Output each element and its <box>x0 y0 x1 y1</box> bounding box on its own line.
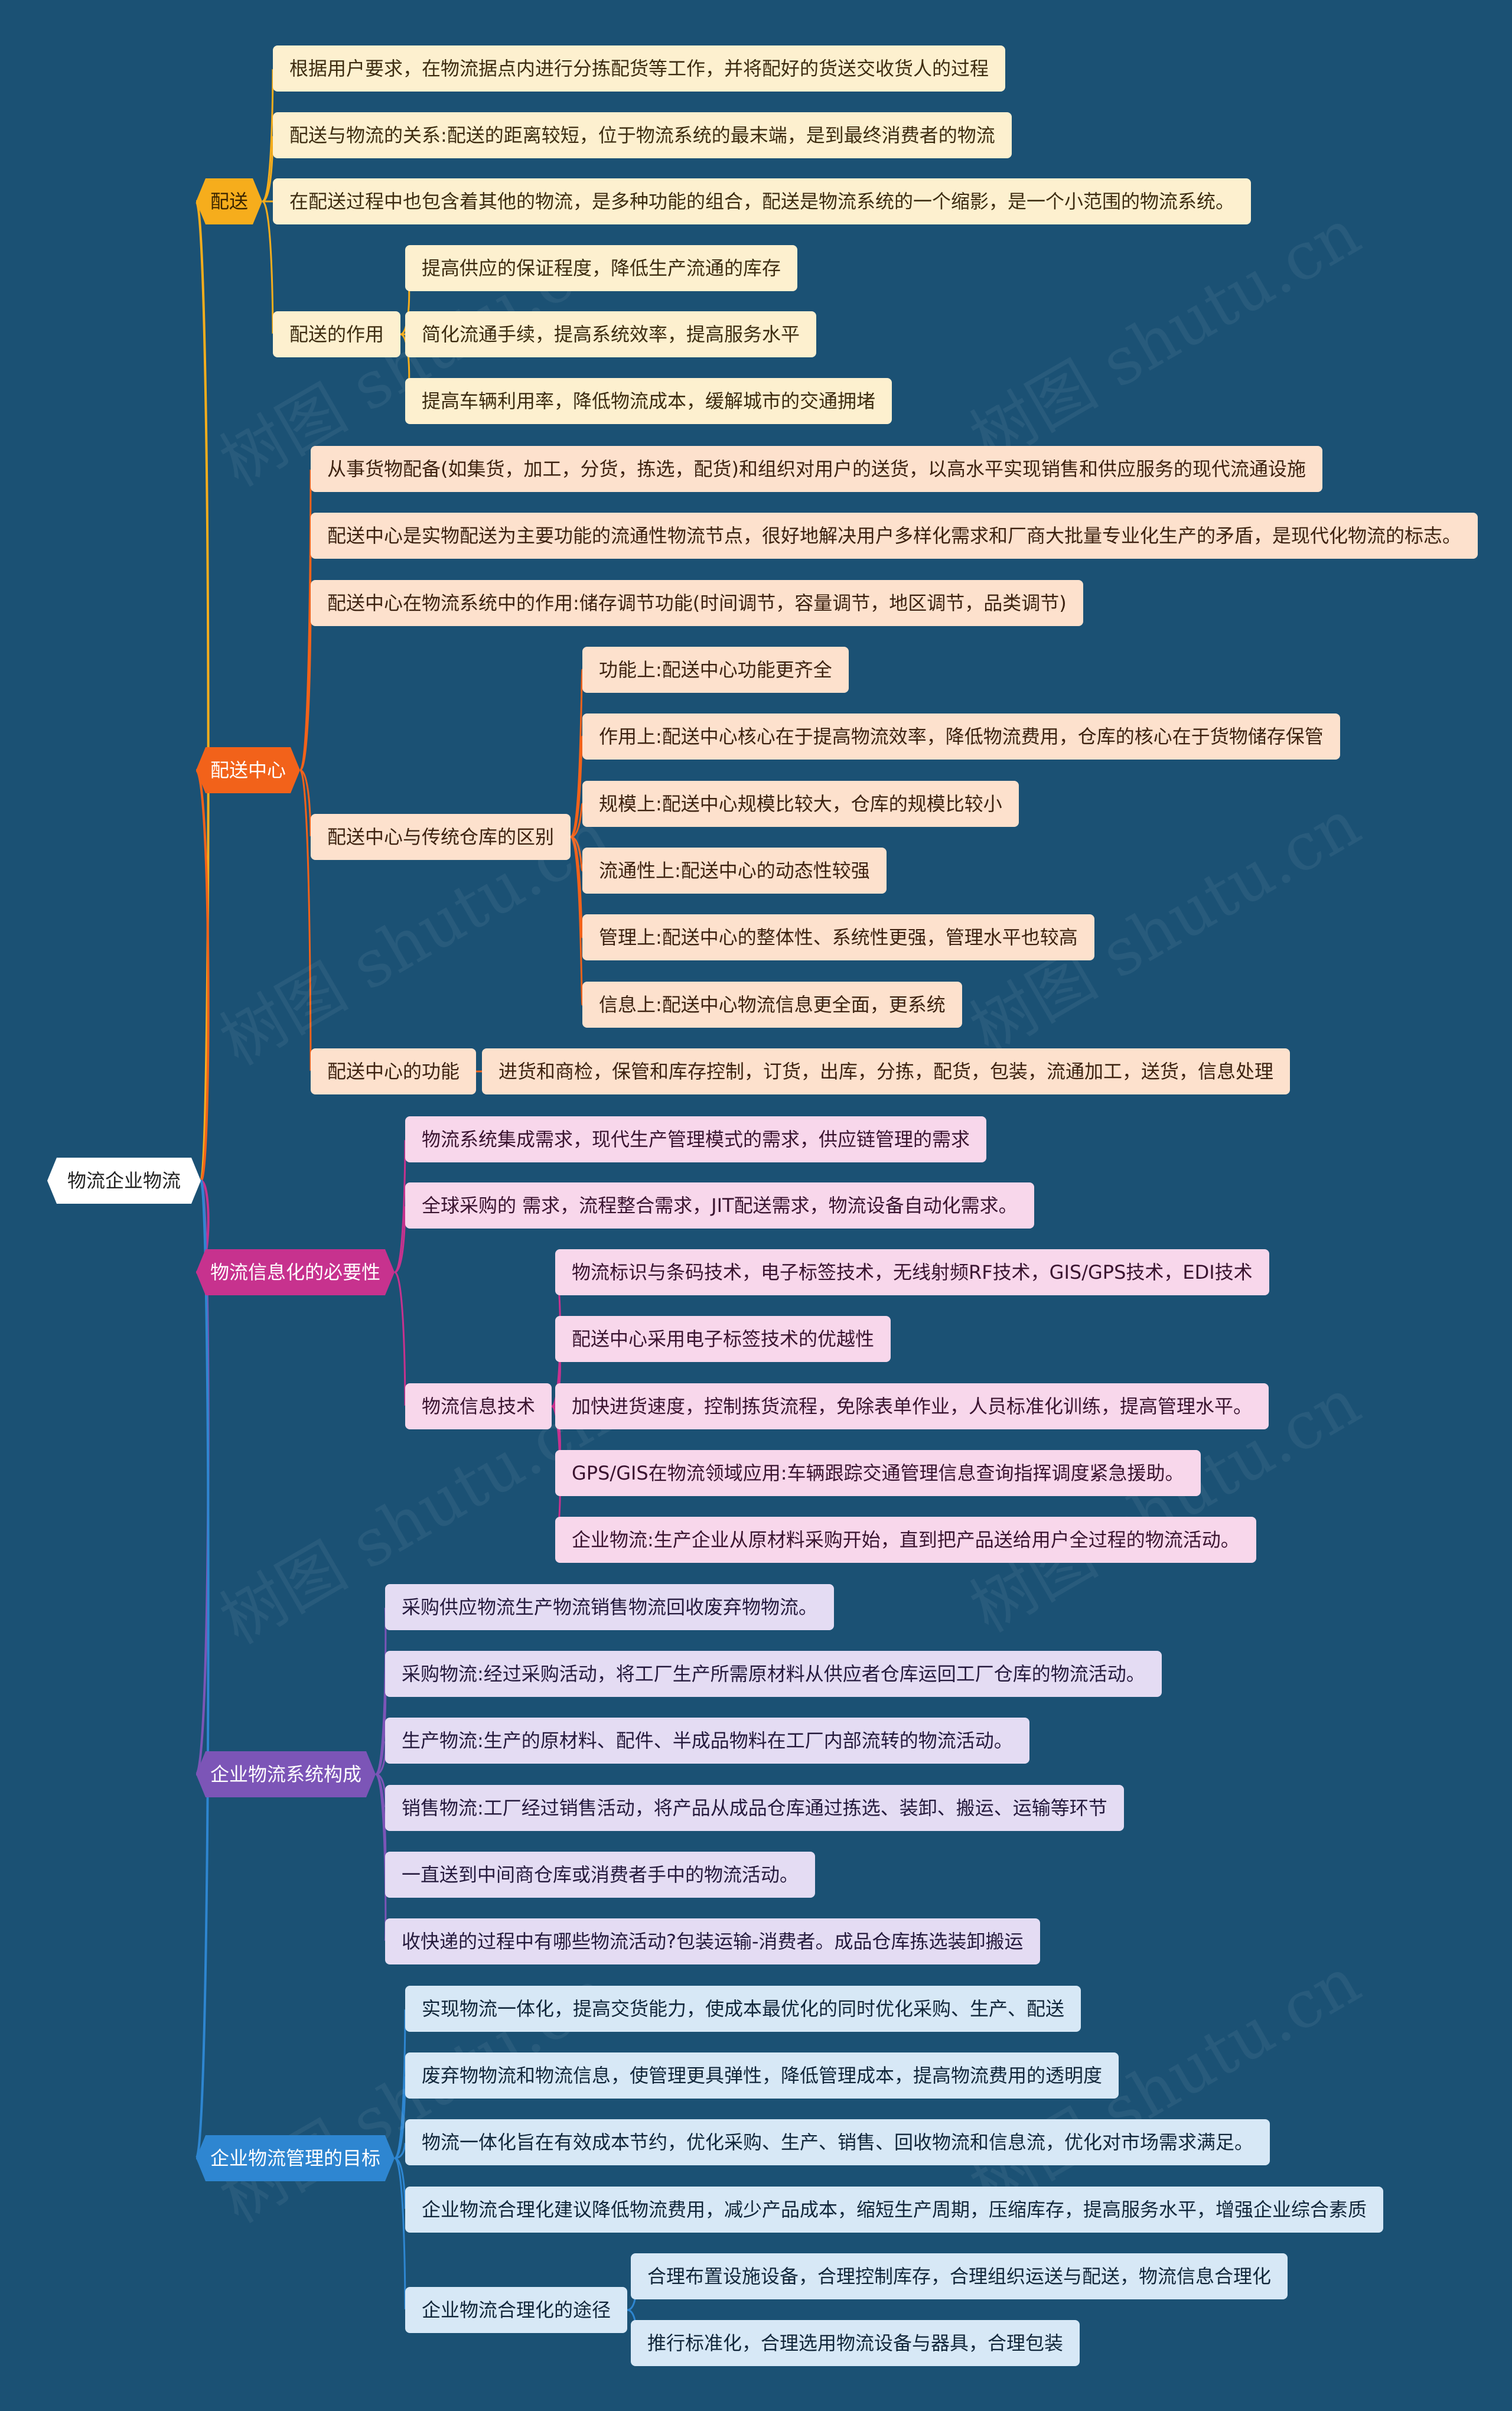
leaf-node[interactable]: 物流标识与条码技术，电子标签技术，无线射频RF技术，GIS/GPS技术，EDI技… <box>555 1249 1269 1295</box>
connector-line <box>394 2157 406 2210</box>
leaf-node[interactable]: 在配送过程中也包含着其他的物流，是多种功能的组合，配送是物流系统的一个缩影，是一… <box>273 178 1252 224</box>
leaf-node[interactable]: 作用上:配送中心核心在于提高物流效率，降低物流费用，仓库的核心在于货物储存保管 <box>582 713 1340 760</box>
root-node[interactable]: 物流企业物流 <box>47 1158 201 1204</box>
leaf-node[interactable]: 采购供应物流生产物流销售物流回收废弃物物流。 <box>385 1584 835 1630</box>
subtopic-qubie[interactable]: 配送中心与传统仓库的区别 <box>311 814 571 860</box>
connector-line <box>299 468 312 771</box>
connector-line <box>299 769 312 838</box>
leaf-node[interactable]: GPS/GIS在物流领域应用:车辆跟踪交通管理信息查询指挥调度紧急援助。 <box>555 1450 1201 1496</box>
subtopic-peisong-zuoyong[interactable]: 配送的作用 <box>273 311 401 357</box>
connector-line <box>195 769 210 1182</box>
branch-xitong-goucheng[interactable]: 企业物流系统构成 <box>196 1751 376 1797</box>
leaf-node[interactable]: 从事货物配备(如集货，加工，分货，拣选，配货)和组织对用户的送货，以高水平实现销… <box>311 446 1322 492</box>
leaf-node[interactable]: 实现物流一体化，提高交货能力，使成本最优化的同时优化采购、生产、配送 <box>405 1986 1081 2032</box>
leaf-node[interactable]: 配送中心采用电子标签技术的优越性 <box>555 1316 891 1362</box>
leaf-node[interactable]: 废弃物物流和物流信息，使管理更具弹性，降低管理成本，提高物流费用的透明度 <box>405 2052 1119 2099</box>
leaf-node[interactable]: 配送与物流的关系:配送的距离较短，位于物流系统的最末端，是到最终消费者的物流 <box>273 112 1012 158</box>
leaf-node[interactable]: 采购物流:经过采购活动，将工厂生产所需原材料从供应者仓库运回工厂仓库的物流活动。 <box>385 1651 1162 1697</box>
connector-line <box>393 1271 406 1407</box>
leaf-node[interactable]: 生产物流:生产的原材料、配件、半成品物料在工厂内部流转的物流活动。 <box>385 1718 1029 1764</box>
connector-line <box>570 803 584 838</box>
branch-peisong-zhongxin[interactable]: 配送中心 <box>196 747 300 793</box>
connector-line <box>374 1773 387 1943</box>
connector-line <box>570 735 584 838</box>
leaf-node[interactable]: 企业物流:生产企业从原材料采购开始，直到把产品送给用户全过程的物流活动。 <box>555 1517 1256 1563</box>
leaf-node[interactable]: 一直送到中间商仓库或消费者手中的物流活动。 <box>385 1852 816 1898</box>
leaf-node[interactable]: 物流一体化旨在有效成本节约，优化采购、生产、销售、回收物流和信息流，优化对市场需… <box>405 2119 1270 2165</box>
leaf-node[interactable]: 加快进货速度，控制拣货流程，免除表单作业，人员标准化训练，提高管理水平。 <box>555 1383 1269 1429</box>
leaf-node[interactable]: 流通性上:配送中心的动态性较强 <box>582 848 887 894</box>
connector-line <box>195 200 210 1182</box>
leaf-node[interactable]: 提高供应的保证程度，降低生产流通的库存 <box>405 245 798 291</box>
leaf-node[interactable]: 根据用户要求，在物流据点内进行分拣配货等工作，并将配好的货送交收货人的过程 <box>273 45 1006 92</box>
connector-line <box>393 2157 406 2311</box>
branch-xinxihua[interactable]: 物流信息化的必要性 <box>196 1249 395 1295</box>
connector-line <box>261 200 274 335</box>
branch-peisong[interactable]: 配送 <box>196 178 262 224</box>
leaf-node[interactable]: 功能上:配送中心功能更齐全 <box>582 647 849 693</box>
leaf-node[interactable]: 信息上:配送中心物流信息更全面，更系统 <box>582 982 962 1028</box>
leaf-node[interactable]: 提高车辆利用率，降低物流成本，缓解城市的交通拥堵 <box>405 378 892 424</box>
connector-line <box>394 1205 406 1273</box>
connector-line <box>195 1180 210 2159</box>
subtopic-xinxi-jishu[interactable]: 物流信息技术 <box>405 1383 552 1429</box>
connector-line <box>374 1606 387 1775</box>
leaf-node[interactable]: 配送中心是实物配送为主要功能的流通性物流节点，很好地解决用户多样化需求和厂商大批… <box>311 513 1478 559</box>
connector-line <box>569 836 584 1006</box>
leaf-node[interactable]: 规模上:配送中心规模比较大，仓库的规模比较小 <box>582 781 1019 827</box>
leaf-node[interactable]: 管理上:配送中心的整体性、系统性更强，管理水平也较高 <box>582 914 1094 960</box>
connector-line <box>393 2008 406 2159</box>
connector-line <box>261 68 274 203</box>
connector-line <box>299 769 312 1072</box>
connector-line <box>262 135 274 203</box>
subtopic-tujing[interactable]: 企业物流合理化的途径 <box>405 2287 628 2333</box>
leaf-node[interactable]: 简化流通手续，提高系统效率，提高服务水平 <box>405 311 817 357</box>
leaf-node[interactable]: 合理布置设施设备，合理控制库存，合理组织运送与配送，物流信息合理化 <box>631 2253 1288 2299</box>
connector-line <box>299 602 312 771</box>
leaf-node[interactable]: 收快递的过程中有哪些物流活动?包装运输-消费者。成品仓库拣选装卸搬运 <box>385 1918 1040 1964</box>
leaf-node[interactable]: 进货和商检，保管和库存控制，订货，出库，分拣，配货，包装，流通加工，送货，信息处… <box>482 1048 1291 1094</box>
connector-line <box>394 2075 406 2159</box>
connector-line <box>393 1139 406 1273</box>
connector-line <box>569 669 584 838</box>
leaf-node[interactable]: 推行标准化，合理选用物流设备与器具，合理包装 <box>631 2320 1080 2366</box>
leaf-node[interactable]: 企业物流合理化建议降低物流费用，减少产品成本，缩短生产周期，压缩库存，提高服务水… <box>405 2187 1384 2233</box>
leaf-node[interactable]: 全球采购的 需求，流程整合需求，JIT配送需求，物流设备自动化需求。 <box>405 1182 1034 1229</box>
connector-line <box>299 535 312 771</box>
leaf-node[interactable]: 销售物流:工厂经过销售活动，将产品从成品仓库通过拣选、装卸、搬运、运输等环节 <box>385 1785 1124 1831</box>
leaf-node[interactable]: 物流系统集成需求，现代生产管理模式的需求，供应链管理的需求 <box>405 1116 987 1162</box>
leaf-node[interactable]: 配送中心在物流系统中的作用:储存调节功能(时间调节，容量调节，地区调节，品类调节… <box>311 580 1083 626</box>
branch-guanli-mubiao[interactable]: 企业物流管理的目标 <box>196 2135 395 2181</box>
subtopic-gongneng[interactable]: 配送中心的功能 <box>311 1048 477 1094</box>
